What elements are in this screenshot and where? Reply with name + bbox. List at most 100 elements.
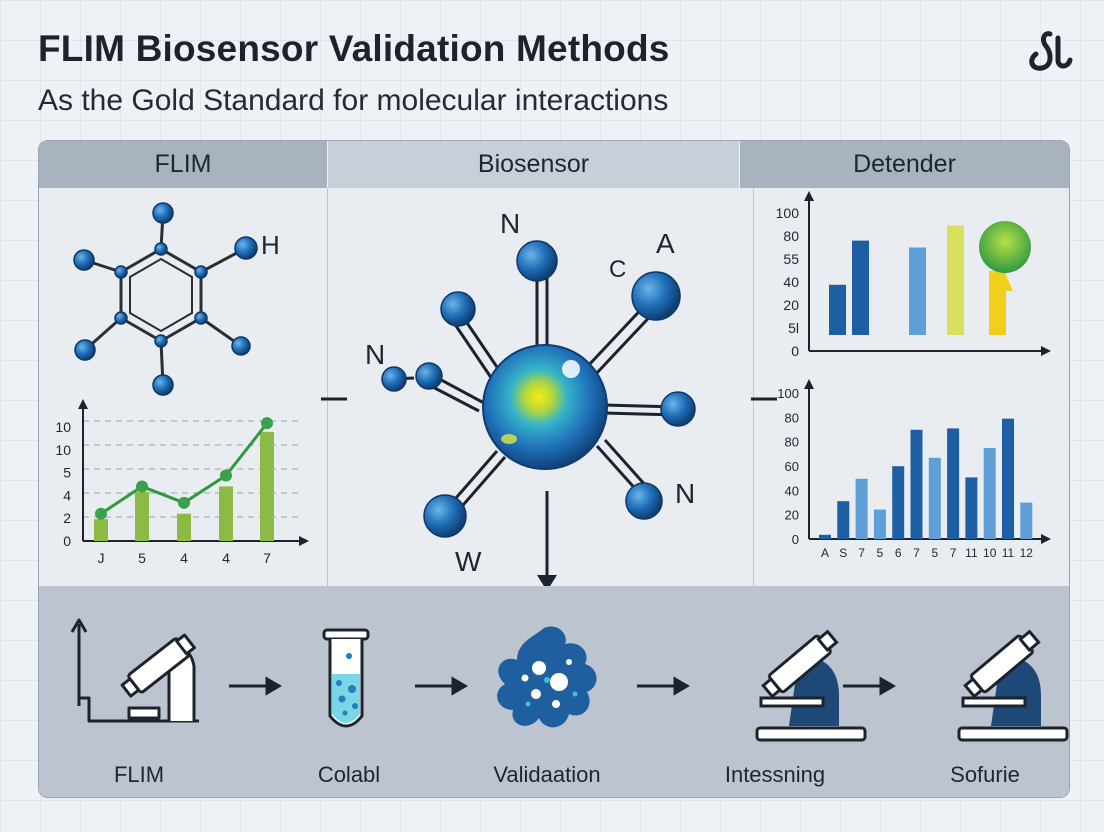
page-title: FLIM Biosensor Validation Methods — [38, 28, 670, 69]
x-tick-label: 6 — [895, 546, 902, 560]
y-axis-arrow — [804, 191, 814, 201]
bar — [819, 534, 831, 539]
x-tick-label: S — [839, 546, 847, 560]
bar — [837, 501, 850, 539]
y-tick-label: 40 — [785, 483, 799, 498]
y-tick-label: 100 — [776, 205, 800, 221]
bar — [947, 428, 960, 539]
x-tick-label: 11 — [1002, 546, 1015, 560]
x-tick-label: 4 — [222, 550, 230, 566]
bar — [177, 513, 191, 541]
atom-label: N — [365, 339, 385, 370]
line-point — [178, 496, 190, 509]
step-label-validation: Validaation — [493, 762, 601, 787]
y-tick-label: 0 — [792, 532, 799, 547]
column-divider — [753, 188, 754, 586]
atom-label: W — [455, 546, 482, 577]
biosensor-core — [482, 344, 608, 470]
step-label-sofurie: Sofurie — [950, 762, 1020, 787]
y-tick-label: 5l — [788, 320, 799, 336]
bar — [135, 491, 149, 541]
x-tick-label: 5 — [931, 546, 938, 560]
x-axis-arrow — [299, 536, 309, 546]
x-tick-label: 4 — [180, 550, 188, 566]
step-label-flim: FLIM — [113, 762, 165, 787]
line-point — [95, 507, 107, 520]
bar — [1020, 502, 1033, 539]
test-tube-icon — [322, 628, 370, 728]
bar — [909, 247, 926, 335]
y-tick-label: 5 — [63, 465, 71, 481]
x-tick-label: 5 — [877, 546, 884, 560]
logo-icon — [1029, 31, 1073, 71]
y-tick-label: 2 — [63, 510, 71, 526]
y-tick-label: 4 — [63, 487, 71, 503]
bar — [910, 429, 923, 539]
main-panel: FLIM Biosensor Detender — [38, 140, 1070, 798]
y-axis-arrow — [804, 379, 814, 389]
workflow-strip: FLIM Colabl Validaation Intessning Sofur… — [39, 586, 1069, 797]
cell-blob-icon — [497, 626, 597, 728]
y-tick-label: 55 — [783, 251, 799, 267]
bar — [855, 478, 868, 539]
page-subtitle: As the Gold Standard for molecular inter… — [38, 84, 669, 117]
bar — [947, 225, 964, 335]
x-tick-label: 11 — [965, 546, 978, 560]
chart-detender-top: 0 5l 20 40 55 80 100 — [776, 191, 1051, 359]
y-tick-label: 20 — [783, 297, 799, 313]
y-axis-arrow — [78, 399, 88, 409]
bar — [892, 466, 905, 539]
tab-flim[interactable]: FLIM — [39, 141, 327, 188]
y-tick-label: 80 — [783, 228, 799, 244]
bar — [965, 477, 978, 539]
down-arrow-head — [537, 575, 557, 586]
y-tick-label: 100 — [777, 386, 799, 401]
y-tick-label: 10 — [55, 442, 71, 458]
x-axis-arrow — [1041, 534, 1051, 544]
line-point — [220, 469, 232, 482]
x-tick-label: A — [821, 546, 829, 560]
y-tick-label: 80 — [785, 435, 799, 450]
bar — [873, 509, 886, 539]
flow-arrows — [229, 676, 896, 696]
bubble-pointer — [997, 273, 1013, 291]
upper-illustrations: H — [55, 191, 1051, 586]
y-tick-label: 0 — [63, 533, 71, 549]
line-point — [261, 417, 273, 430]
workflow-icons — [70, 618, 1069, 742]
y-tick-label: 60 — [785, 459, 799, 474]
x-tick-label: 12 — [1020, 546, 1034, 560]
microscope-icon — [70, 618, 199, 723]
bubble-marker — [979, 221, 1031, 273]
y-tick-label: 80 — [785, 410, 799, 425]
microscope-icon — [755, 629, 867, 742]
atom-label: N — [500, 208, 520, 239]
y-tick-label: 0 — [791, 343, 799, 359]
highlight — [562, 360, 580, 378]
bar — [852, 240, 869, 335]
y-tick-label: 20 — [785, 508, 799, 523]
atom-label: N — [675, 478, 695, 509]
atom-label: A — [656, 228, 675, 259]
microscope-icon — [957, 629, 1069, 742]
x-tick-label: 7 — [913, 546, 920, 560]
y-tick-label: 40 — [783, 274, 799, 290]
central-atoms — [381, 240, 696, 538]
bar — [829, 284, 846, 335]
atom-label: H — [261, 230, 280, 260]
line-point — [136, 480, 148, 493]
bar — [219, 486, 233, 541]
tab-biosensor[interactable]: Biosensor — [327, 141, 739, 188]
tab-detender[interactable]: Detender — [739, 141, 1069, 188]
column-divider — [327, 188, 328, 586]
y-tick-label: 10 — [55, 419, 71, 435]
ring-molecule — [83, 212, 247, 386]
x-tick-label: 10 — [983, 546, 997, 560]
x-tick-label: J — [98, 550, 105, 566]
x-tick-label: 7 — [858, 546, 865, 560]
bar — [1002, 418, 1014, 539]
step-label-intessning: Intessning — [724, 762, 826, 787]
bar — [983, 448, 996, 539]
